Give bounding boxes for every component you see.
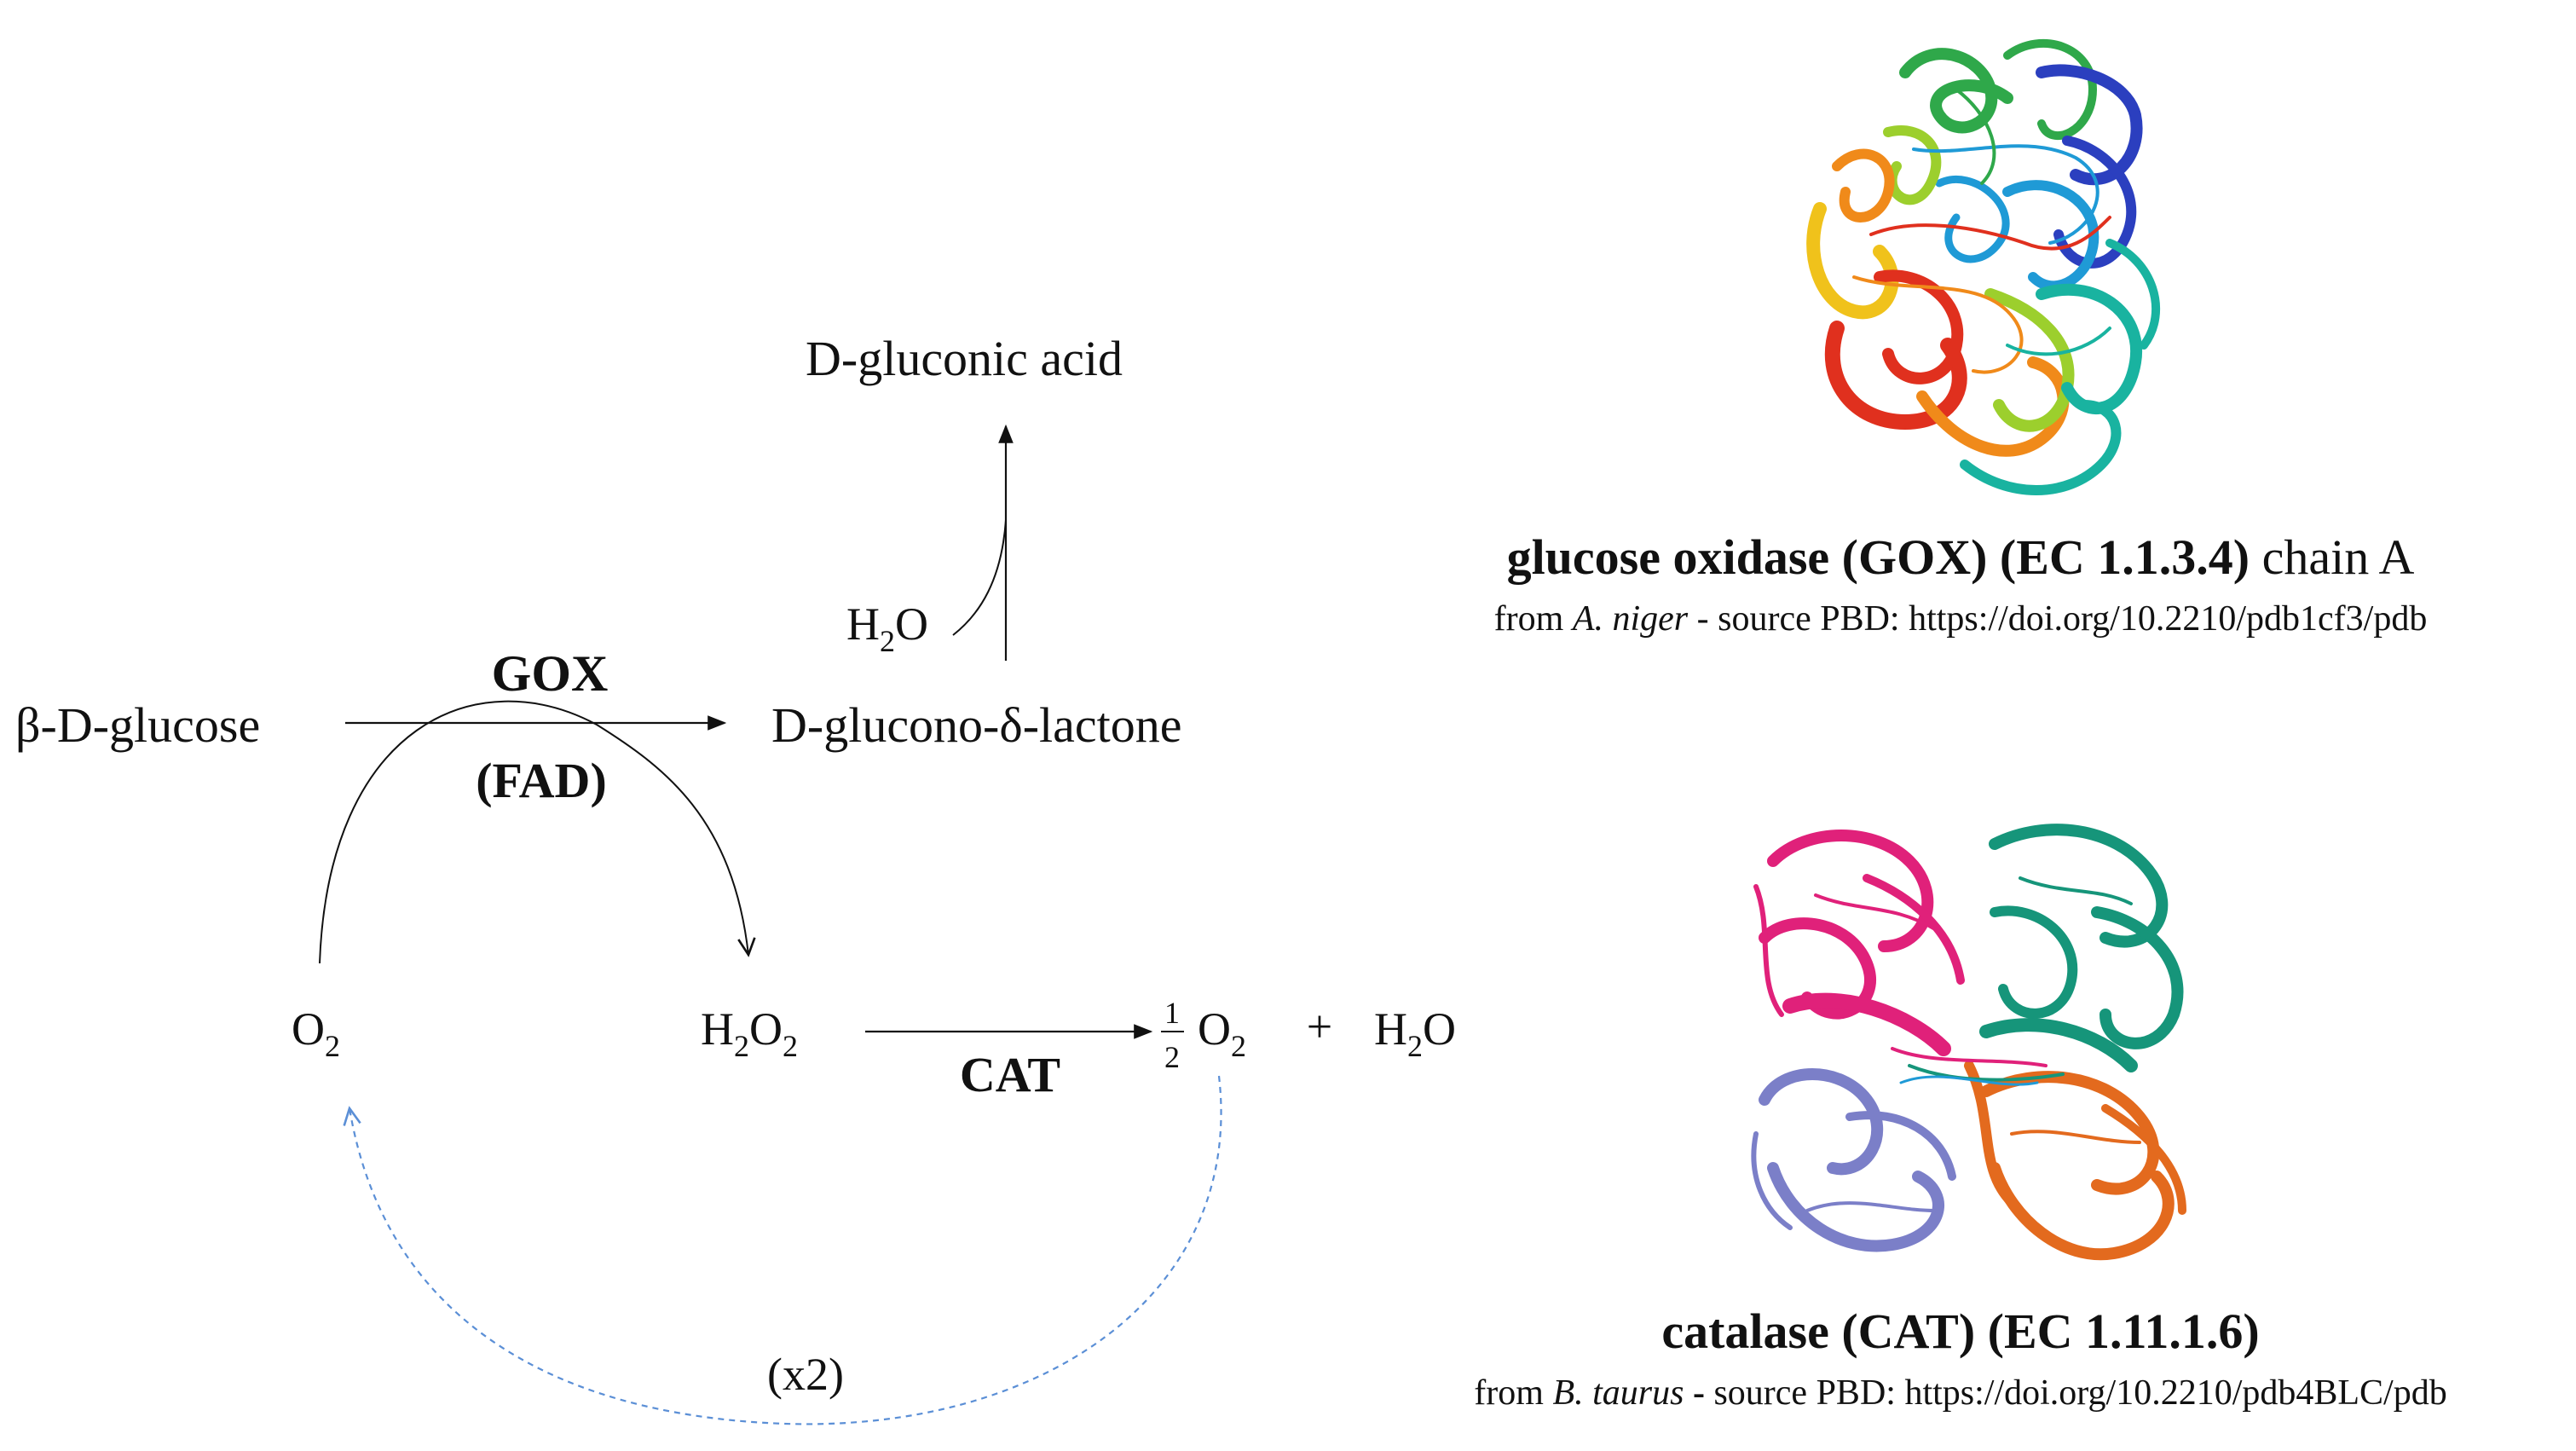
cat-organism: B. taurus — [1552, 1373, 1684, 1413]
oxygen-product-label: O2 — [1198, 1003, 1246, 1063]
hydrogen-peroxide-label: H2O2 — [701, 1003, 798, 1063]
catalase-structure-image — [1751, 824, 2186, 1261]
cat-source-text: source PBD: https://doi.org/10.2210/pdb4… — [1704, 1373, 2447, 1413]
water-product-label: H2O — [1374, 1003, 1456, 1063]
oxygen-recycle-arrow — [349, 1075, 1222, 1425]
gox-organism: A. niger — [1572, 599, 1689, 639]
cat-from-text: from — [1474, 1373, 1553, 1413]
gox-enzyme-name: glucose oxidase (GOX) (EC 1.1.3.4) — [1506, 529, 2250, 585]
gox-chain-label: chain A — [2250, 529, 2415, 585]
gox-source-text: - source PBD: https://doi.org/10.2210/pd… — [1688, 599, 2428, 639]
half-denominator: 2 — [1164, 1040, 1180, 1074]
gox-caption-source: from A. niger - source PBD: https://doi.… — [1364, 598, 2557, 639]
cat-source-dash: - — [1684, 1373, 1705, 1413]
fad-cofactor-label: (FAD) — [476, 753, 607, 808]
plus-sign: + — [1307, 1001, 1332, 1052]
half-numerator: 1 — [1164, 996, 1180, 1030]
oxygen-label: O2 — [292, 1003, 340, 1063]
glucose-oxidase-structure-image — [1806, 38, 2161, 495]
lactone-label: D-glucono-δ-lactone — [771, 697, 1181, 753]
substrate-label: β-D-glucose — [15, 697, 260, 753]
oxygen-to-peroxide-arc — [319, 700, 748, 964]
water-uptake-curve — [952, 519, 1007, 636]
gluconic-acid-label: D-gluconic acid — [806, 331, 1123, 386]
cat-enzyme-name: catalase (CAT) (EC 1.11.1.6) — [1661, 1304, 2260, 1359]
gox-caption-title: glucose oxidase (GOX) (EC 1.1.3.4) chain… — [1364, 529, 2557, 586]
recycle-factor-label: (x2) — [767, 1349, 844, 1400]
gox-from-text: from — [1493, 599, 1573, 639]
gox-enzyme-label: GOX — [492, 645, 609, 702]
water-input-label: H2O — [846, 598, 928, 658]
cat-caption-source: from B. taurus - source PBD: https://doi… — [1364, 1373, 2557, 1413]
cat-enzyme-label: CAT — [960, 1047, 1060, 1102]
cat-caption-title: catalase (CAT) (EC 1.11.1.6) — [1364, 1303, 2557, 1360]
